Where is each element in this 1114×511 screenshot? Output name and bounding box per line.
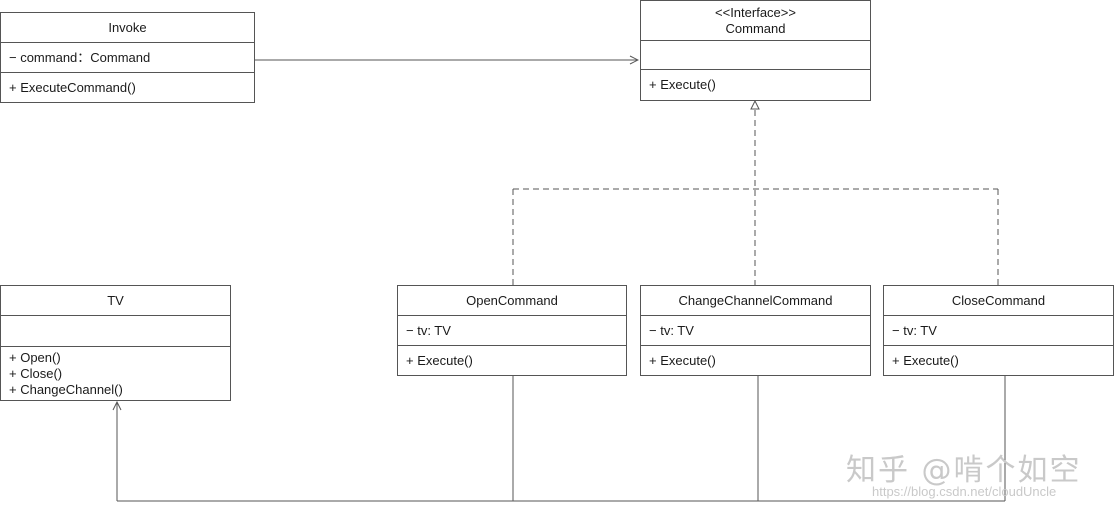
close-command-attributes: − tv: TV bbox=[884, 316, 1113, 346]
command-interface-header: <<Interface>> Command bbox=[641, 1, 870, 41]
invoke-method: + ExecuteCommand() bbox=[9, 79, 136, 95]
tv-class-name: TV bbox=[107, 292, 124, 308]
close-command-name: CloseCommand bbox=[951, 292, 1046, 308]
command-interface-name: Command bbox=[725, 20, 786, 36]
tv-method-close: + Close() bbox=[9, 365, 63, 381]
open-command-class[interactable]: OpenCommand − tv: TV + Execute() bbox=[397, 285, 627, 376]
command-stereotype: <<Interface>> bbox=[715, 4, 796, 20]
command-method: + Execute() bbox=[649, 77, 716, 92]
close-command-method: + Execute() bbox=[892, 352, 959, 368]
open-command-name: OpenCommand bbox=[466, 292, 558, 308]
command-attributes bbox=[641, 41, 870, 70]
invoke-class-name: Invoke bbox=[108, 19, 147, 35]
realization-connectors bbox=[512, 110, 999, 286]
tv-association-connectors bbox=[117, 376, 1006, 502]
open-command-header: OpenCommand bbox=[398, 286, 626, 316]
open-command-attributes: − tv: TV bbox=[398, 316, 626, 346]
command-interface[interactable]: <<Interface>> Command + Execute() bbox=[640, 0, 871, 101]
close-command-methods: + Execute() bbox=[884, 346, 1113, 375]
tv-methods: + Open() + Close() + ChangeChannel() bbox=[1, 347, 230, 400]
tv-class[interactable]: TV + Open() + Close() + ChangeChannel() bbox=[0, 285, 231, 401]
realization-arrowhead bbox=[750, 99, 760, 110]
invoke-class-header: Invoke bbox=[1, 13, 254, 43]
watermark-zhihu: 知乎 @啃个如空 bbox=[846, 453, 1082, 488]
change-channel-command-name: ChangeChannelCommand bbox=[678, 292, 833, 308]
tv-method-change-channel: + ChangeChannel() bbox=[9, 381, 123, 397]
open-command-method: + Execute() bbox=[406, 352, 473, 368]
close-command-attribute: − tv: TV bbox=[892, 322, 937, 338]
invoke-class[interactable]: Invoke − command：Command + ExecuteComman… bbox=[0, 12, 255, 103]
command-methods: + Execute() bbox=[641, 70, 870, 100]
invoke-attribute: − command：Command bbox=[9, 49, 151, 65]
invoke-methods: + ExecuteCommand() bbox=[1, 73, 254, 102]
watermark-url: https://blog.csdn.net/cloudUncle bbox=[872, 484, 1057, 499]
close-command-class[interactable]: CloseCommand − tv: TV + Execute() bbox=[883, 285, 1114, 376]
close-command-header: CloseCommand bbox=[884, 286, 1113, 316]
tv-method-open: + Open() bbox=[9, 349, 61, 365]
change-channel-command-method: + Execute() bbox=[649, 352, 716, 368]
change-channel-command-attributes: − tv: TV bbox=[641, 316, 870, 346]
open-command-attribute: − tv: TV bbox=[406, 322, 451, 338]
change-channel-command-class[interactable]: ChangeChannelCommand − tv: TV + Execute(… bbox=[640, 285, 871, 376]
tv-attributes bbox=[1, 316, 230, 347]
invoke-attributes: − command：Command bbox=[1, 43, 254, 73]
tv-class-header: TV bbox=[1, 286, 230, 316]
change-channel-command-attribute: − tv: TV bbox=[649, 322, 694, 338]
open-command-methods: + Execute() bbox=[398, 346, 626, 375]
change-channel-command-methods: + Execute() bbox=[641, 346, 870, 375]
change-channel-command-header: ChangeChannelCommand bbox=[641, 286, 870, 316]
